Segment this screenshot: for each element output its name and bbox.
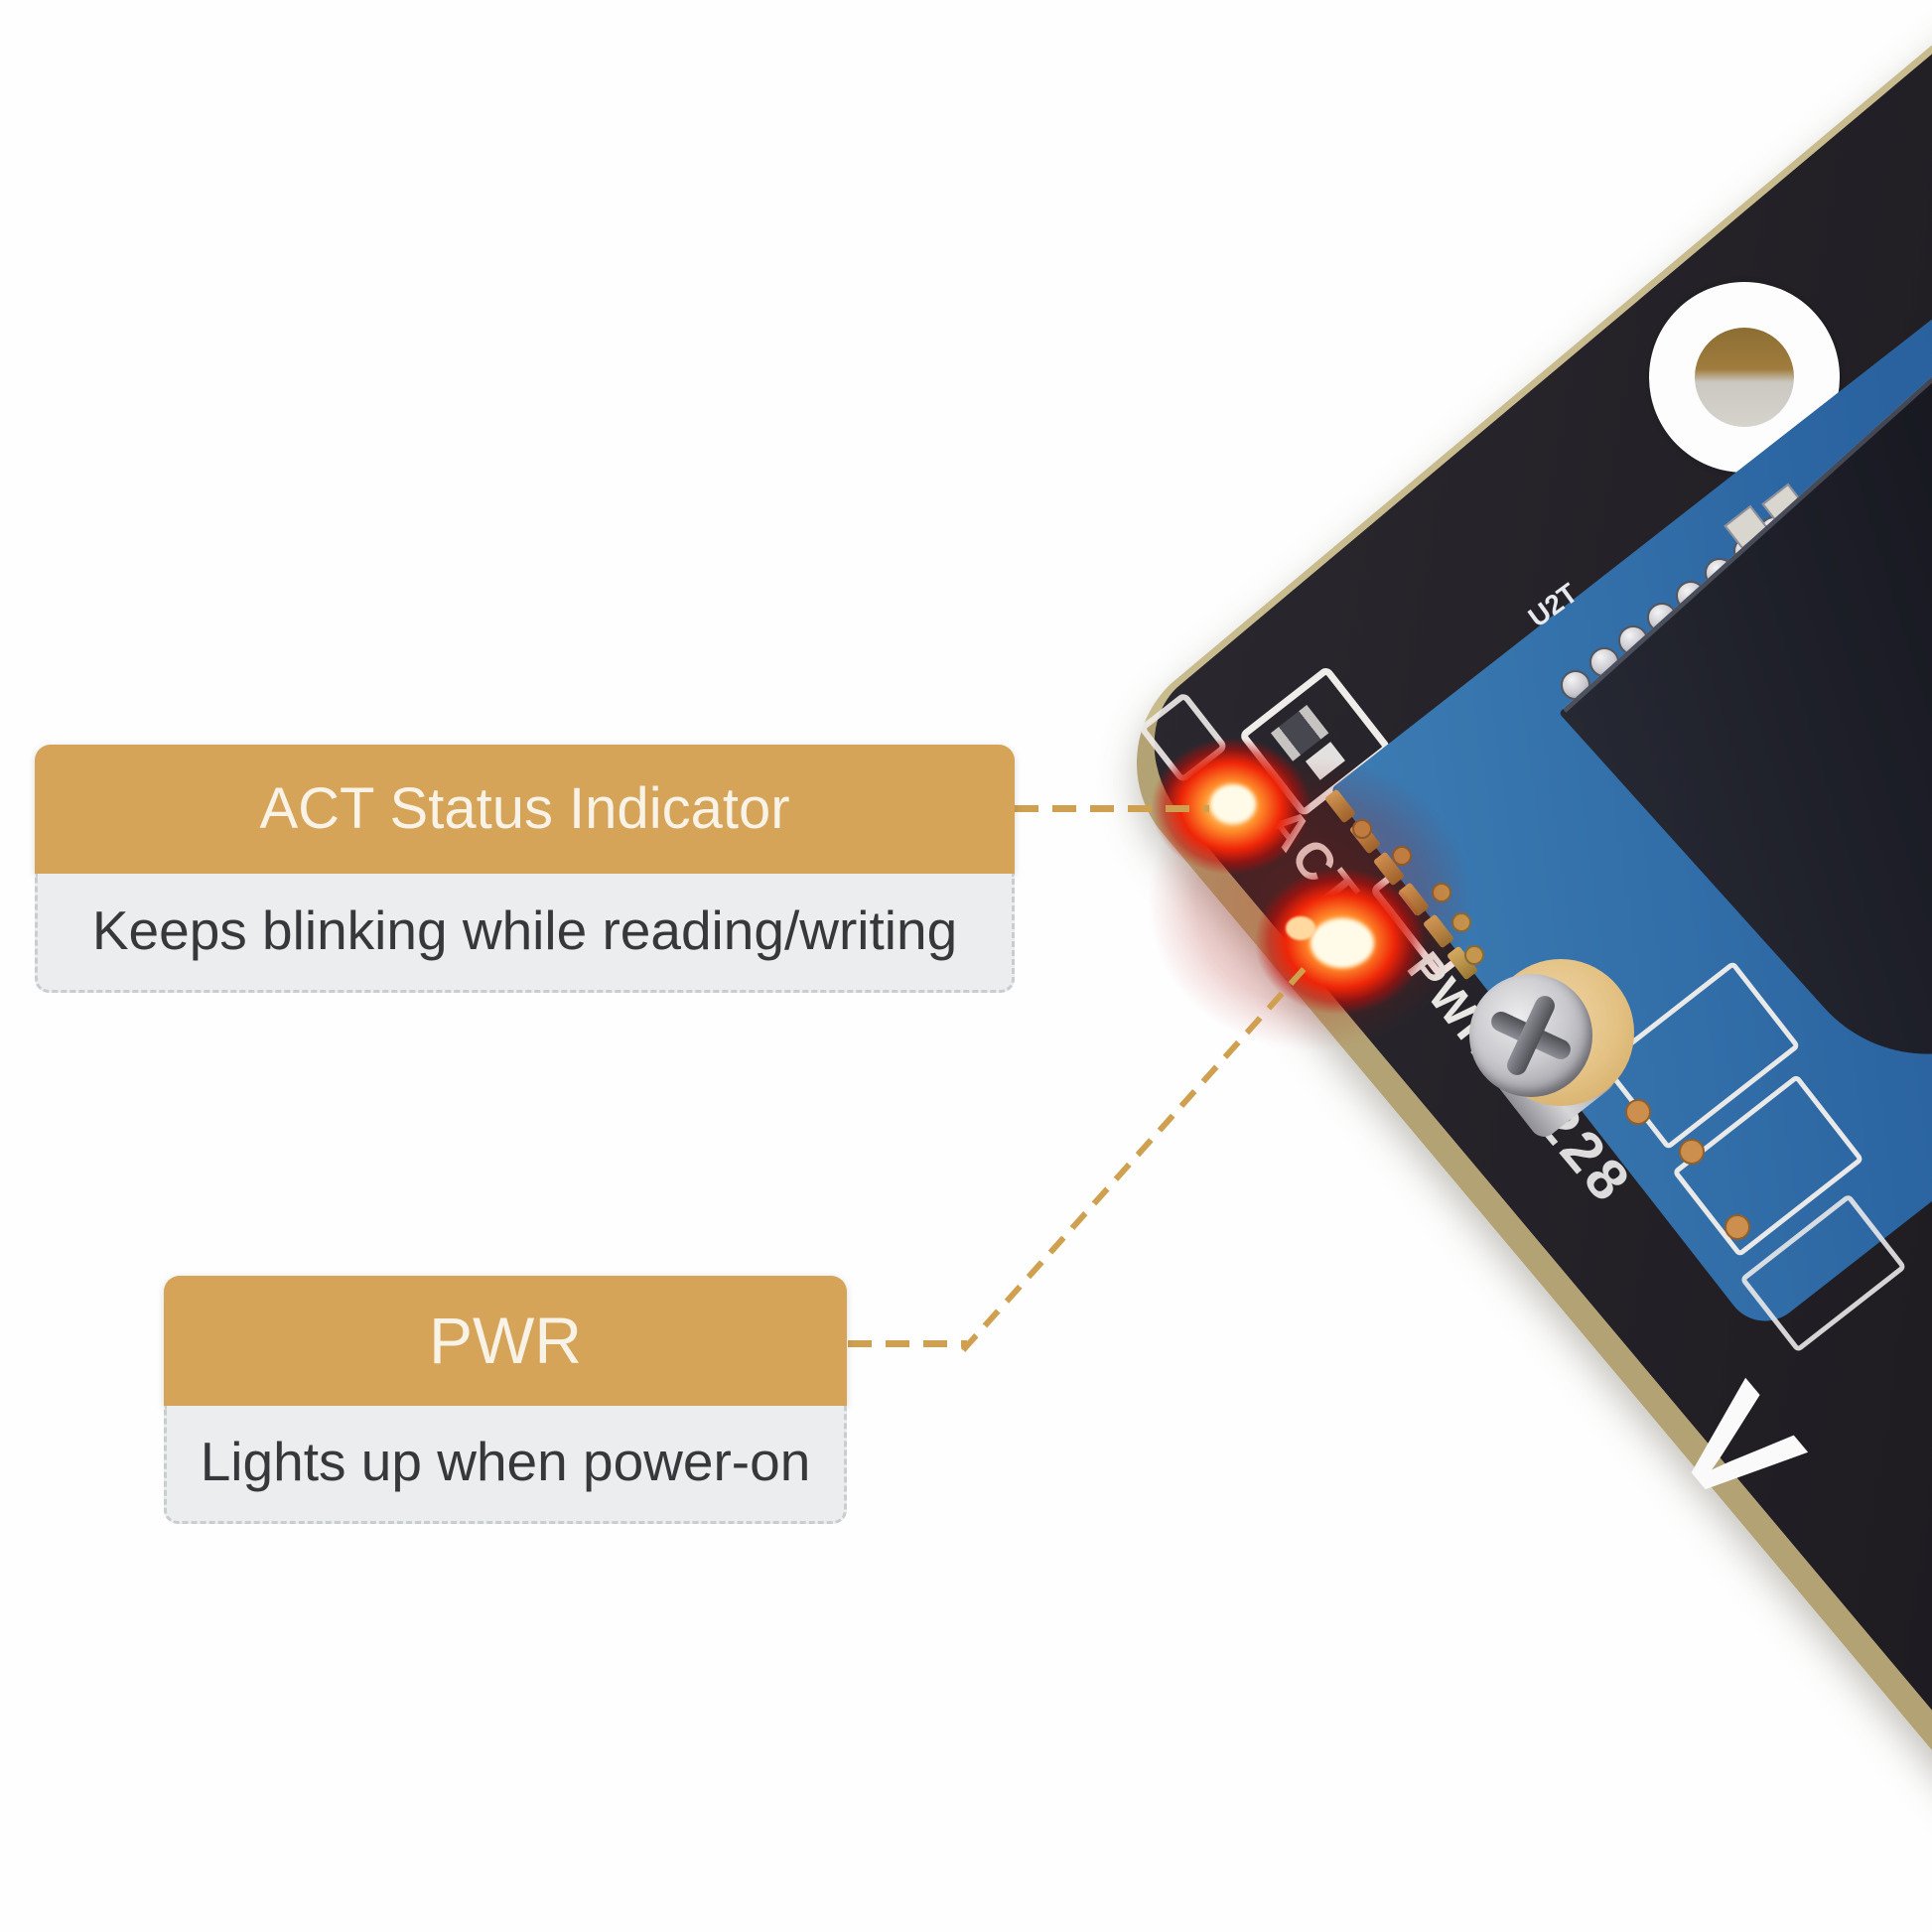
via-dot: [1679, 1139, 1705, 1165]
connector-line-pwr-horizontal: [848, 1340, 967, 1347]
via-dot: [1432, 883, 1451, 902]
callout-pwr-description: Lights up when power-on: [164, 1406, 847, 1524]
callout-act-title: ACT Status Indicator: [35, 745, 1015, 874]
screw: [1469, 974, 1592, 1097]
via-dot: [1451, 912, 1471, 932]
callout-act-description: Keeps blinking while reading/writing: [35, 874, 1015, 993]
via-dot: [1392, 846, 1412, 866]
connector-line-pwr-diagonal: [960, 963, 1310, 1352]
via-dot: [1625, 1099, 1651, 1125]
mounting-hole: [1695, 328, 1794, 427]
callout-act: ACT Status Indicator Keeps blinking whil…: [35, 745, 1015, 993]
via-dot: [1725, 1214, 1750, 1240]
callout-pwr: PWR Lights up when power-on: [164, 1276, 847, 1524]
via-dot: [1352, 819, 1372, 839]
callout-pwr-title: PWR: [164, 1276, 847, 1406]
pwr-led-spark: [1286, 916, 1315, 940]
via-dot: [1464, 945, 1484, 965]
connector-line-act: [1015, 805, 1209, 812]
act-led-core: [1210, 784, 1256, 824]
pwr-led-core: [1311, 918, 1374, 968]
